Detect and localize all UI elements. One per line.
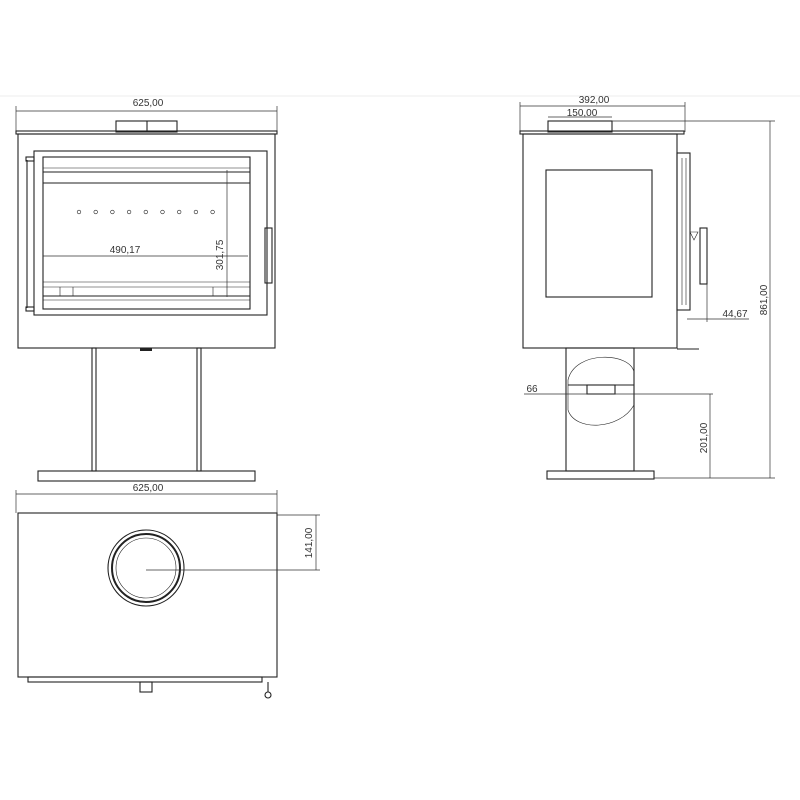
air-inlet-outline xyxy=(567,356,635,426)
hinge-symbol xyxy=(689,231,699,241)
handle-knob xyxy=(264,691,272,699)
flue-inner-ring xyxy=(115,537,177,599)
door-frame xyxy=(33,150,268,316)
hinge-top xyxy=(25,156,35,162)
side-base-plate xyxy=(546,470,655,480)
height-label: 861,00 xyxy=(759,284,770,315)
air-holes xyxy=(76,209,215,215)
glass-panel xyxy=(42,156,251,310)
handle-offset-label: 44,67 xyxy=(722,309,747,320)
hinge-bottom xyxy=(25,306,35,312)
depth-label: 392,00 xyxy=(579,95,610,106)
air-hole xyxy=(210,209,215,215)
side-handle xyxy=(699,227,708,285)
side-window xyxy=(545,169,653,298)
air-hole xyxy=(127,209,132,215)
air-hole xyxy=(160,209,165,215)
opening-height-label: 301,75 xyxy=(215,239,226,270)
air-hole xyxy=(177,209,182,215)
lever-knob xyxy=(139,681,153,693)
air-inlet xyxy=(586,384,616,395)
opening-width-label: 490,17 xyxy=(110,245,141,256)
door-edge xyxy=(27,676,263,683)
ash-lever xyxy=(140,348,152,351)
air-hole xyxy=(110,209,115,215)
inlet-height-label: 201,00 xyxy=(699,422,710,453)
side-flue-collar xyxy=(547,120,613,133)
side-door xyxy=(676,152,691,311)
door-handle xyxy=(264,227,273,284)
air-hole xyxy=(93,209,98,215)
air-hole xyxy=(143,209,148,215)
top-plate-outline xyxy=(17,512,278,678)
side-view: 392,00 150,00 44,67 66 201,00 861,00 xyxy=(519,95,775,480)
front-width-label: 625,00 xyxy=(133,98,164,109)
front-view: 625,00 490,17 301,75 xyxy=(15,98,278,482)
flue-offset-label: 141,00 xyxy=(304,527,315,558)
top-width-label: 625,00 xyxy=(133,483,164,494)
top-view: 625,00 141,00 xyxy=(15,483,320,699)
air-hole xyxy=(76,209,82,215)
stove-body xyxy=(17,133,276,349)
pedestal-right xyxy=(196,347,202,472)
air-hole xyxy=(193,209,198,215)
flue-label: 150,00 xyxy=(567,108,598,119)
inlet-label: 66 xyxy=(526,384,538,395)
base-plate xyxy=(37,470,256,482)
flue-outer-ring xyxy=(107,529,185,607)
pedestal-left xyxy=(91,347,97,472)
